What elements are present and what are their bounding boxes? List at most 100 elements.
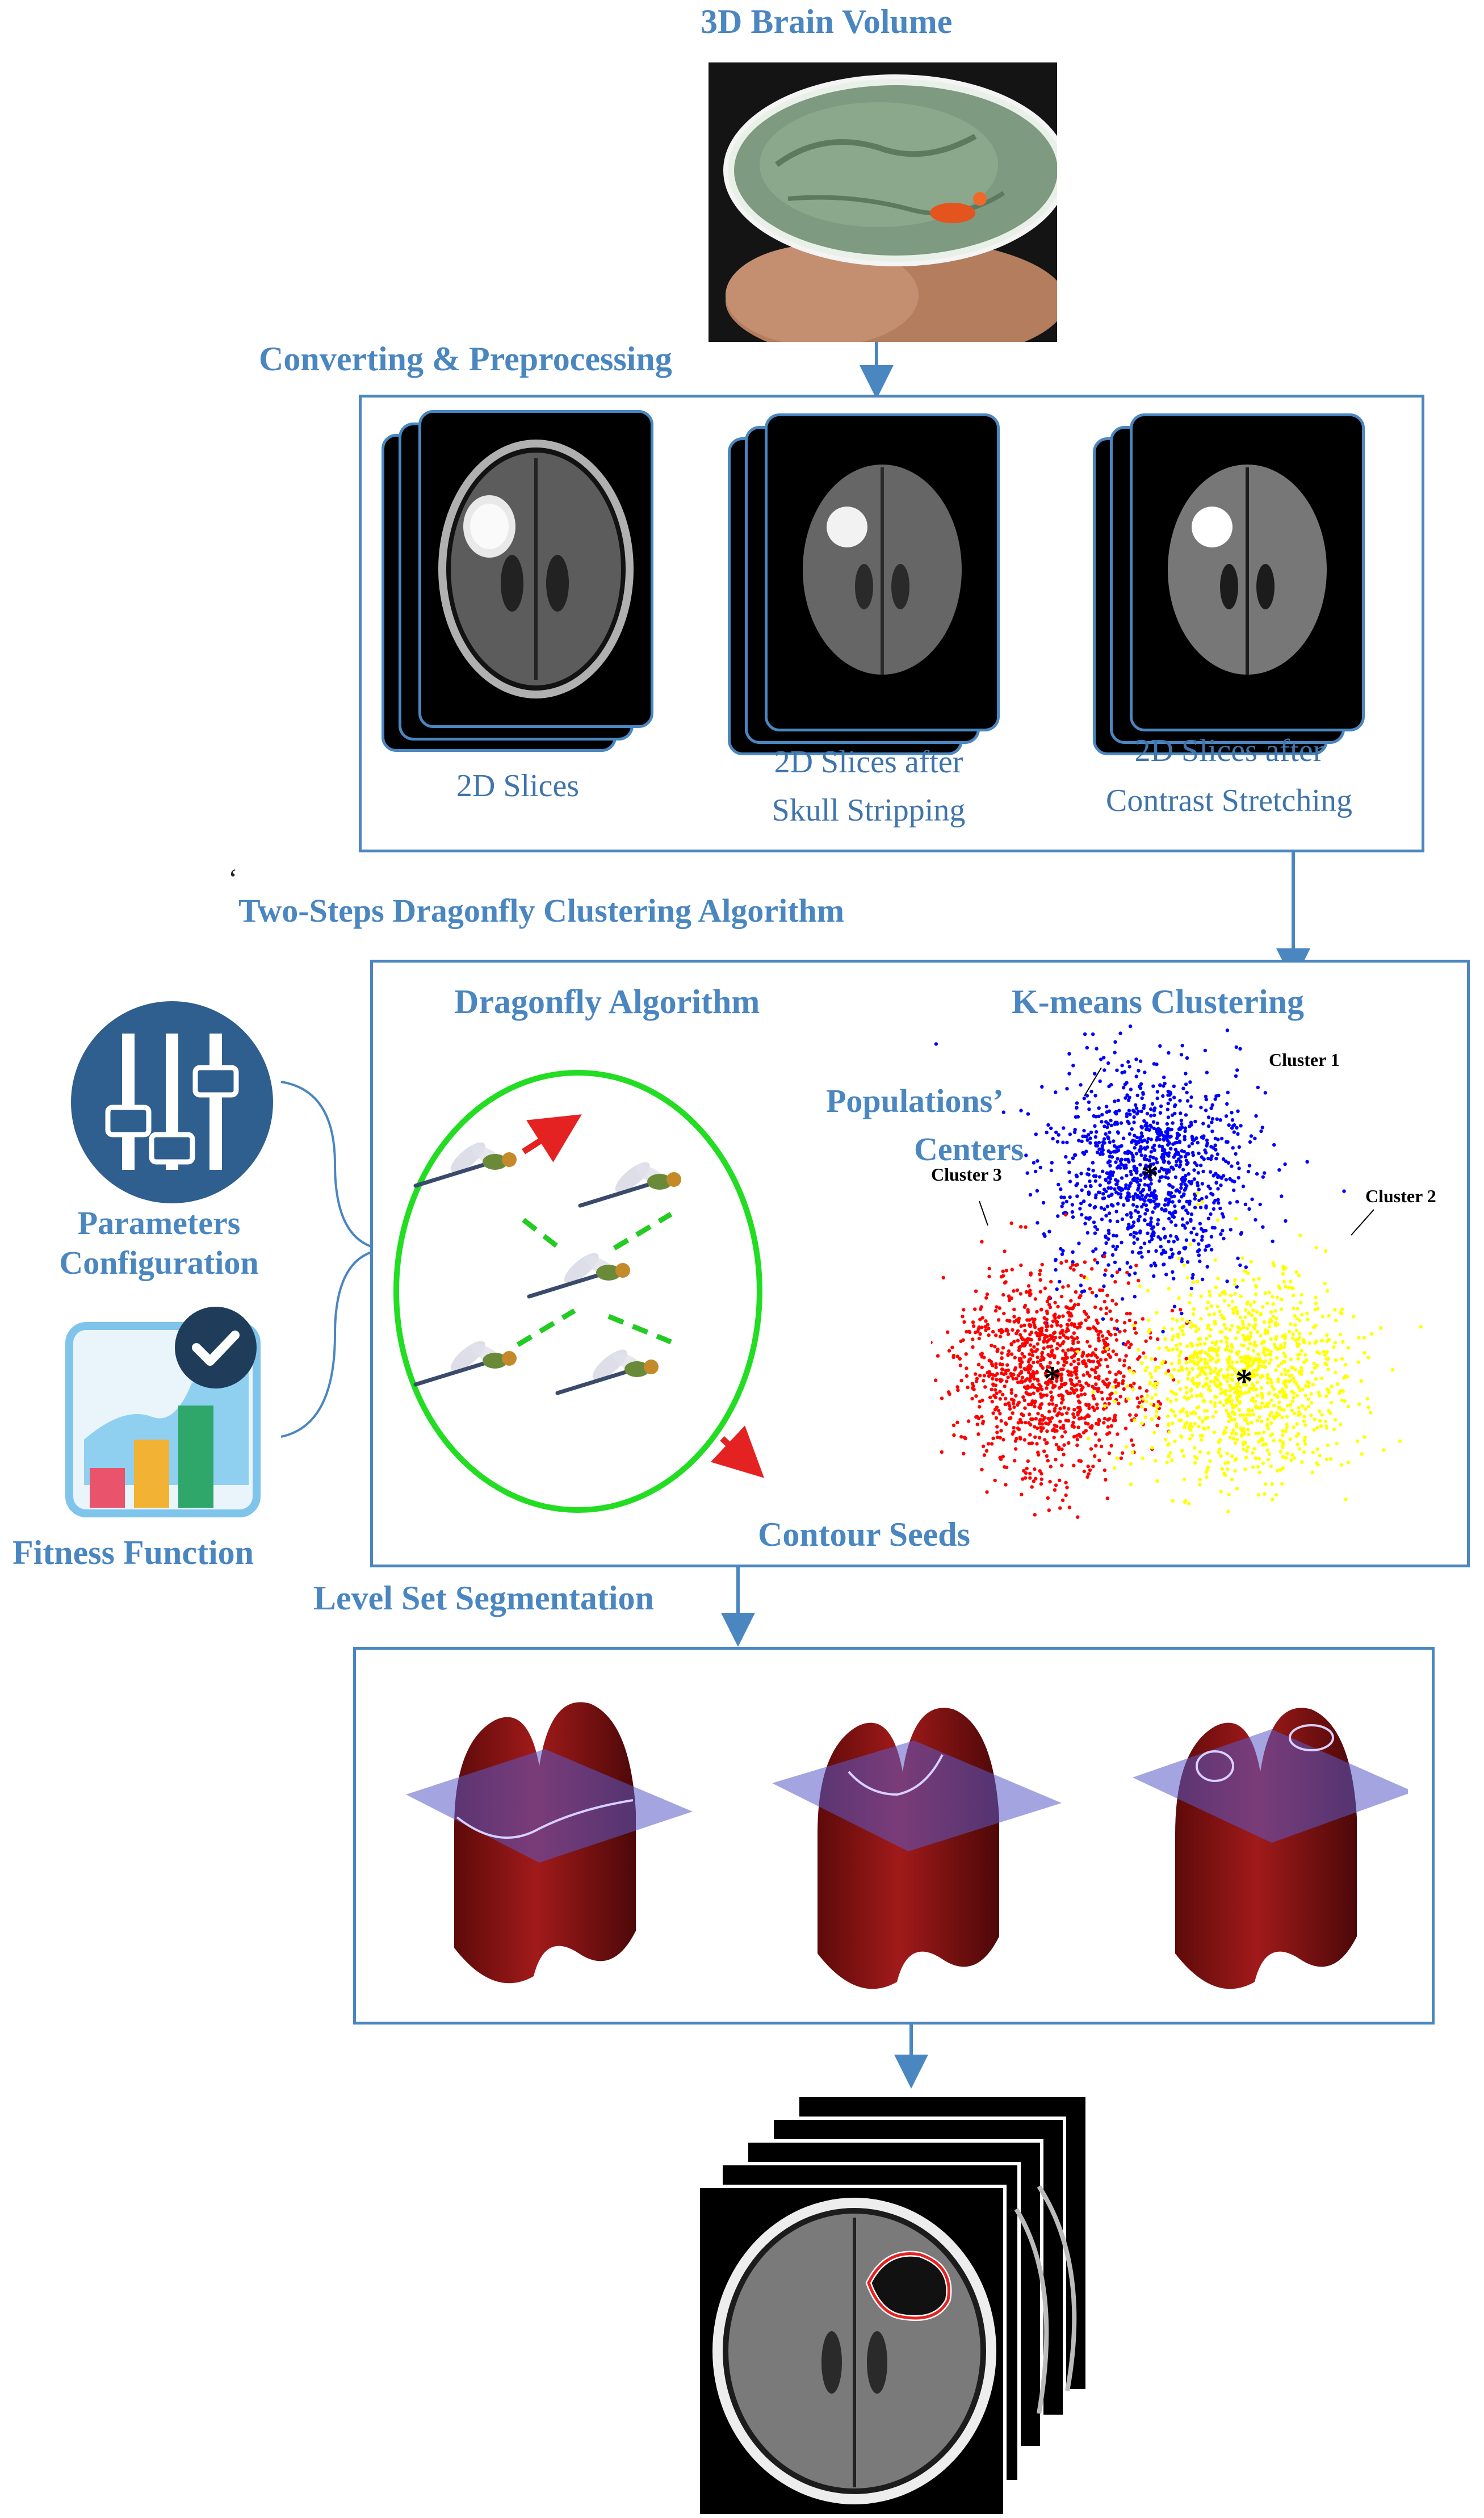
cluster-2-point <box>1046 1353 1050 1357</box>
cluster-1-point <box>1108 1164 1112 1168</box>
cluster-3-point <box>1178 1387 1183 1391</box>
cluster-1-point <box>1149 1162 1153 1166</box>
cluster-1-point <box>1185 1152 1189 1156</box>
cluster-1-point <box>1146 1249 1151 1254</box>
cluster-2-point <box>1107 1381 1111 1385</box>
cluster-1-point <box>1139 1109 1143 1114</box>
cluster-1-point <box>1101 1169 1105 1173</box>
cluster-3-point <box>1211 1357 1215 1361</box>
cluster-1-point <box>1138 1231 1142 1235</box>
cluster-2-point <box>1056 1361 1060 1365</box>
cluster-1-point <box>1078 1207 1082 1211</box>
level-set-surface-3 <box>1133 1708 1408 1989</box>
cluster-3-point <box>1281 1429 1285 1433</box>
cluster-3-point <box>1275 1356 1279 1360</box>
cluster-1-point <box>1205 1244 1209 1248</box>
cluster-1-point <box>1192 1239 1196 1243</box>
cluster-3-point <box>1154 1414 1159 1419</box>
cluster-2-point <box>978 1374 982 1378</box>
cluster-3-point <box>1292 1377 1296 1381</box>
cluster-3-point <box>1191 1323 1195 1327</box>
cluster-3-point <box>1284 1429 1288 1433</box>
cluster-3-point <box>1154 1392 1158 1397</box>
cluster-3-point <box>1294 1434 1299 1438</box>
cluster-2-point <box>1081 1373 1085 1377</box>
cluster-1-point <box>1166 1143 1170 1147</box>
cluster-2-point <box>1129 1383 1133 1387</box>
cluster-3-point <box>1223 1348 1228 1352</box>
cluster-3-point <box>1359 1379 1363 1383</box>
cluster-2-point <box>1072 1463 1076 1467</box>
cluster-1-point <box>1127 1065 1131 1069</box>
cluster-1-point <box>1203 1048 1208 1053</box>
cluster-3-point <box>1316 1307 1320 1311</box>
cluster-1-point <box>1139 1153 1143 1157</box>
cluster-2-point <box>936 1354 940 1358</box>
cluster-1-point <box>1146 1231 1150 1235</box>
cluster-3-point <box>1131 1323 1135 1328</box>
cluster-1-point <box>1080 1290 1084 1294</box>
cluster-1-point <box>1130 1127 1134 1131</box>
cluster-3-point <box>1171 1317 1175 1321</box>
cluster-2-point <box>1095 1318 1099 1323</box>
cluster-1-point <box>1155 1138 1159 1142</box>
cluster-3-point <box>1281 1455 1285 1459</box>
cluster-2-point <box>955 1420 959 1424</box>
cluster-3-point <box>1346 1404 1351 1408</box>
cluster-3-point <box>1140 1421 1144 1425</box>
cluster-1-point <box>1102 1124 1106 1128</box>
cluster-3-point <box>1215 1385 1219 1388</box>
cluster-2-point <box>1088 1287 1092 1291</box>
cluster-1-point <box>1087 1217 1091 1221</box>
cluster-1-point <box>1149 1150 1153 1154</box>
cluster-2-point <box>1032 1361 1036 1365</box>
cluster-3-point <box>1307 1341 1311 1345</box>
cluster-2-point <box>1039 1477 1043 1481</box>
cluster-2-point <box>1028 1379 1032 1383</box>
cluster-2-point <box>1053 1300 1057 1305</box>
cluster-3-point <box>1309 1331 1313 1336</box>
cluster-3-point <box>1298 1300 1303 1305</box>
cluster-1-point <box>1230 1126 1234 1130</box>
cluster-3-point <box>1259 1386 1264 1390</box>
cluster-1-point <box>1102 1056 1106 1060</box>
cluster-2-point <box>1045 1335 1049 1339</box>
cluster-1-point <box>1175 1131 1180 1135</box>
cluster-1-point <box>1198 1206 1203 1210</box>
cluster-3-point <box>1254 1431 1258 1436</box>
cluster-1-point <box>1158 1144 1162 1148</box>
cluster-1-point <box>1196 1141 1200 1145</box>
cluster-2-point <box>998 1335 1003 1339</box>
cluster-1-point <box>1106 1171 1110 1176</box>
cluster-1-point <box>1040 1085 1044 1089</box>
cluster-2-point <box>1011 1328 1015 1332</box>
cluster-3-point <box>1219 1490 1223 1494</box>
cluster-1-point <box>1139 1173 1143 1177</box>
cluster-3-point <box>1285 1426 1289 1430</box>
cluster-3-point <box>1174 1392 1178 1396</box>
cluster-2-point <box>970 1396 974 1401</box>
cluster-2-point <box>1068 1391 1072 1395</box>
cluster-2-point <box>1082 1469 1086 1474</box>
cluster-2-point <box>948 1392 951 1396</box>
cluster-1-point <box>1138 1178 1143 1182</box>
cluster-3-point <box>1280 1482 1284 1486</box>
cluster-1-point <box>1180 1044 1184 1048</box>
cluster-1-point <box>1172 1277 1176 1281</box>
cluster-2-point <box>1022 1355 1026 1359</box>
cluster-3-point <box>1256 1352 1260 1356</box>
cluster-2-point <box>1080 1387 1084 1391</box>
cluster-1-point <box>1198 1222 1202 1225</box>
cluster-1-point <box>1126 1119 1130 1123</box>
cluster-3-point <box>1273 1393 1277 1397</box>
cluster-2-point <box>1018 1292 1022 1296</box>
cluster-1-point <box>1139 1250 1143 1254</box>
cluster-3-point <box>1254 1456 1257 1460</box>
cluster-3-point <box>1213 1401 1217 1405</box>
cluster-3-point <box>1155 1311 1159 1315</box>
cluster-3-point <box>1213 1258 1217 1262</box>
cluster-2-point <box>1113 1280 1117 1284</box>
cluster-1-point <box>1064 1155 1068 1159</box>
cluster-2-point <box>1061 1367 1065 1371</box>
cluster-2-point <box>1000 1367 1005 1371</box>
